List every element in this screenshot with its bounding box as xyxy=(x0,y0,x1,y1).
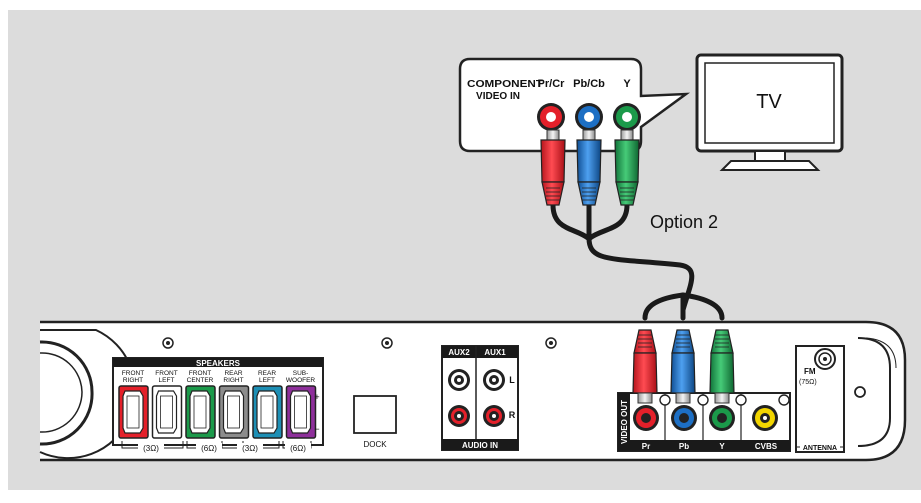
speaker-channel-label: WOOFER xyxy=(286,377,316,384)
speakers-header: SPEAKERS xyxy=(196,359,241,368)
component-title-line2: VIDEO IN xyxy=(476,91,520,102)
channel-r-label: R xyxy=(509,410,516,420)
option-label: Option 2 xyxy=(650,212,718,232)
speaker-channel-label: FRONT xyxy=(155,370,177,377)
dock-connector: DOCK xyxy=(353,395,397,449)
polarity-plus: + xyxy=(314,392,319,402)
video-out-cvbs-label: CVBS xyxy=(755,442,778,451)
bottom-plug-red xyxy=(632,329,658,404)
component-cable xyxy=(550,202,725,321)
component-jack-green xyxy=(613,103,641,131)
tv-icon: TV xyxy=(695,53,844,171)
dock-label: DOCK xyxy=(363,440,387,449)
aux2-l-jack xyxy=(448,369,470,391)
polarity-minus: − xyxy=(314,424,319,434)
screw-icon xyxy=(735,394,747,406)
aux2-label: AUX2 xyxy=(448,348,470,357)
video-out-pb-jack xyxy=(671,405,697,431)
screw-icon xyxy=(659,394,671,406)
video-out-block: VIDEO OUT Pr Pb Y CVBS xyxy=(617,392,791,452)
tv-label: TV xyxy=(756,91,782,113)
video-out-y-jack xyxy=(709,405,735,431)
component-jack-red xyxy=(537,103,565,131)
video-out-pr-jack xyxy=(633,405,659,431)
audio-in-block: AUX2 AUX1 AUDIO IN L R xyxy=(441,345,519,451)
speakers-block: SPEAKERS FRONTRIGHTFRONTLEFTFRONTCENTERR… xyxy=(112,357,324,453)
speaker-channel-label: FRONT xyxy=(189,370,211,377)
impedance-label: (6Ω) xyxy=(201,444,217,453)
aux1-label: AUX1 xyxy=(484,348,506,357)
component-title-line1: COMPONENT xyxy=(467,79,543,90)
speaker-channel-label: SUB- xyxy=(293,370,309,377)
top-plug-blue xyxy=(576,129,602,206)
video-out-pb-label: Pb xyxy=(679,442,689,451)
video-out-y-label: Y xyxy=(719,442,725,451)
impedance-label: (3Ω) xyxy=(242,444,258,453)
speaker-channel-label: REAR xyxy=(258,370,276,377)
impedance-label: (3Ω) xyxy=(143,444,159,453)
fm-label: FM xyxy=(804,367,816,376)
audio-in-title: AUDIO IN xyxy=(462,441,498,450)
speaker-channel-label: RIGHT xyxy=(223,377,243,384)
video-out-pr-label: Pr xyxy=(642,442,650,451)
speaker-channel-label: RIGHT xyxy=(123,377,143,384)
cvbs-jack xyxy=(752,405,778,431)
top-plug-red xyxy=(540,129,566,206)
speaker-channel-label: CENTER xyxy=(187,377,214,384)
bottom-plug-blue xyxy=(670,329,696,404)
component-label-pb: Pb/Cb xyxy=(573,78,605,90)
speaker-terminal-5: SUB-WOOFER xyxy=(285,370,317,439)
aux1-l-jack xyxy=(483,369,505,391)
channel-l-label: L xyxy=(509,375,515,385)
aux2-r-jack xyxy=(448,405,470,427)
speaker-channel-label: LEFT xyxy=(259,377,275,384)
speaker-channel-label: REAR xyxy=(224,370,242,377)
fm-impedance: (75Ω) xyxy=(799,379,817,386)
speaker-channel-label: LEFT xyxy=(159,377,175,384)
impedance-label: (6Ω) xyxy=(290,444,306,453)
component-video-in-callout: COMPONENT VIDEO IN Pr/Cr Pb/Cb Y xyxy=(458,57,691,153)
screw-icon xyxy=(545,337,557,349)
screw-icon xyxy=(381,337,393,349)
top-plug-green xyxy=(614,129,640,206)
antenna-block: ANTENNA FM (75Ω) xyxy=(795,345,845,453)
screw-icon xyxy=(697,394,709,406)
antenna-title: ANTENNA xyxy=(803,445,837,452)
video-out-title: VIDEO OUT xyxy=(620,400,629,444)
component-label-pr: Pr/Cr xyxy=(538,78,566,90)
screw-icon xyxy=(162,337,174,349)
component-label-y: Y xyxy=(623,78,631,90)
bottom-plug-green xyxy=(709,329,735,404)
component-jack-blue xyxy=(575,103,603,131)
screw-icon xyxy=(778,394,790,406)
aux1-r-jack xyxy=(483,405,505,427)
speaker-channel-label: FRONT xyxy=(122,370,144,377)
fm-antenna-jack xyxy=(814,348,836,370)
